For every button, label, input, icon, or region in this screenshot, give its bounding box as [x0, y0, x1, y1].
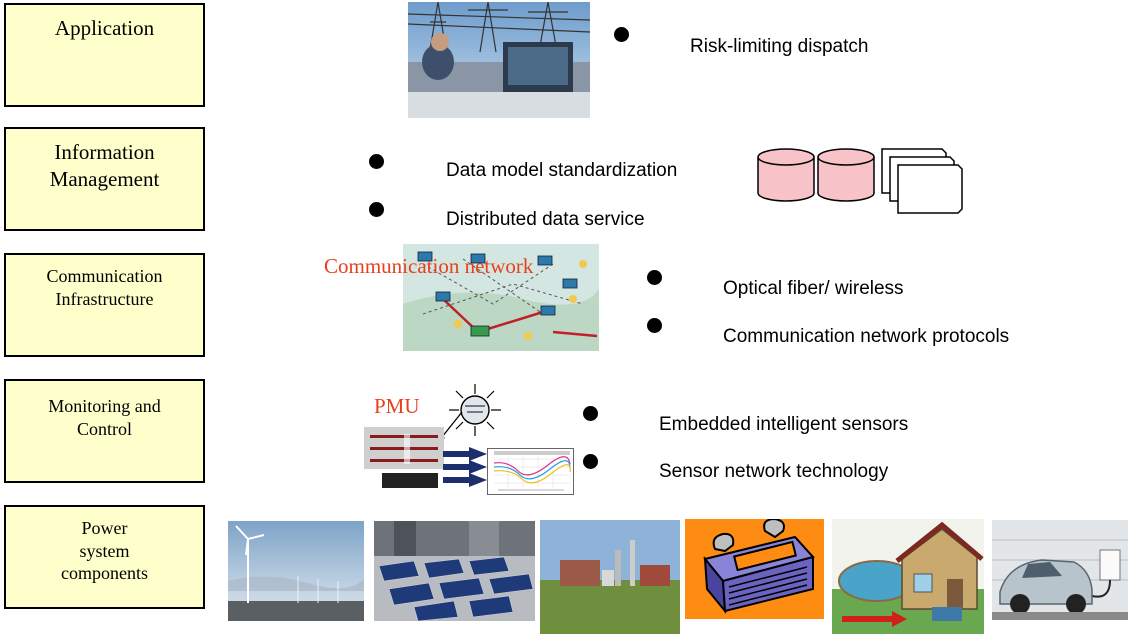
- layer-label: system: [79, 540, 130, 561]
- wind-turbines-photo: [228, 521, 364, 621]
- bullet-dot: [647, 270, 662, 285]
- database-icon: [757, 148, 875, 202]
- layer-label: components: [61, 563, 148, 583]
- layer-box-information-management: Information Management: [4, 127, 205, 231]
- solar-panels-photo: [374, 521, 535, 621]
- pmu-device-photo: [382, 473, 438, 488]
- layer-box-power-system-components: Power system components: [4, 505, 205, 609]
- data-flow-arrows: [443, 447, 487, 487]
- smart-home-illustration: [832, 519, 984, 634]
- layer-label: Application: [54, 16, 155, 40]
- pmu-device-panel: [364, 427, 444, 469]
- layer-label: Management: [49, 167, 160, 192]
- layer-label: Information: [54, 140, 155, 164]
- bullet-dot: [583, 454, 598, 469]
- bullet-risk-limiting-dispatch: Risk-limiting dispatch: [690, 36, 869, 57]
- control-room-photo: [408, 2, 590, 118]
- power-plant-photo: [540, 520, 680, 634]
- layer-box-application: Application: [4, 3, 205, 107]
- layer-label: Infrastructure: [55, 289, 154, 310]
- bullet-dot: [369, 202, 384, 217]
- communication-network-map: [403, 244, 599, 351]
- layer-box-monitoring-control: Monitoring and Control: [4, 379, 205, 483]
- pmu-label: PMU: [374, 394, 420, 418]
- bullet-communication-network-protocols: Communication network protocols: [723, 326, 1010, 347]
- communication-network-label: Communication network: [324, 254, 534, 278]
- pmu-data-chart: [487, 448, 574, 495]
- bullet-dot: [369, 154, 384, 169]
- bullet-sensor-network-technology: Sensor network technology: [659, 461, 889, 482]
- battery-illustration: [685, 519, 824, 619]
- layer-label: Control: [76, 419, 132, 440]
- bullet-embedded-intelligent-sensors: Embedded intelligent sensors: [659, 414, 909, 435]
- layer-box-communication-infrastructure: Communication Infrastructure: [4, 253, 205, 357]
- bullet-data-model-standardization: Data model standardization: [446, 160, 678, 181]
- bullet-dot: [647, 318, 662, 333]
- bullet-optical-fiber-wireless: Optical fiber/ wireless: [723, 278, 904, 299]
- documents-icon: [881, 148, 963, 214]
- bullet-dot: [583, 406, 598, 421]
- bullet-distributed-data-service: Distributed data service: [446, 209, 645, 230]
- electric-vehicle-charging-photo: [992, 520, 1128, 620]
- layer-label: Monitoring and: [48, 396, 161, 416]
- layer-label: Power: [81, 518, 128, 538]
- layer-label: Communication: [46, 266, 163, 286]
- bullet-dot: [614, 27, 629, 42]
- sensor-icon: [449, 384, 501, 436]
